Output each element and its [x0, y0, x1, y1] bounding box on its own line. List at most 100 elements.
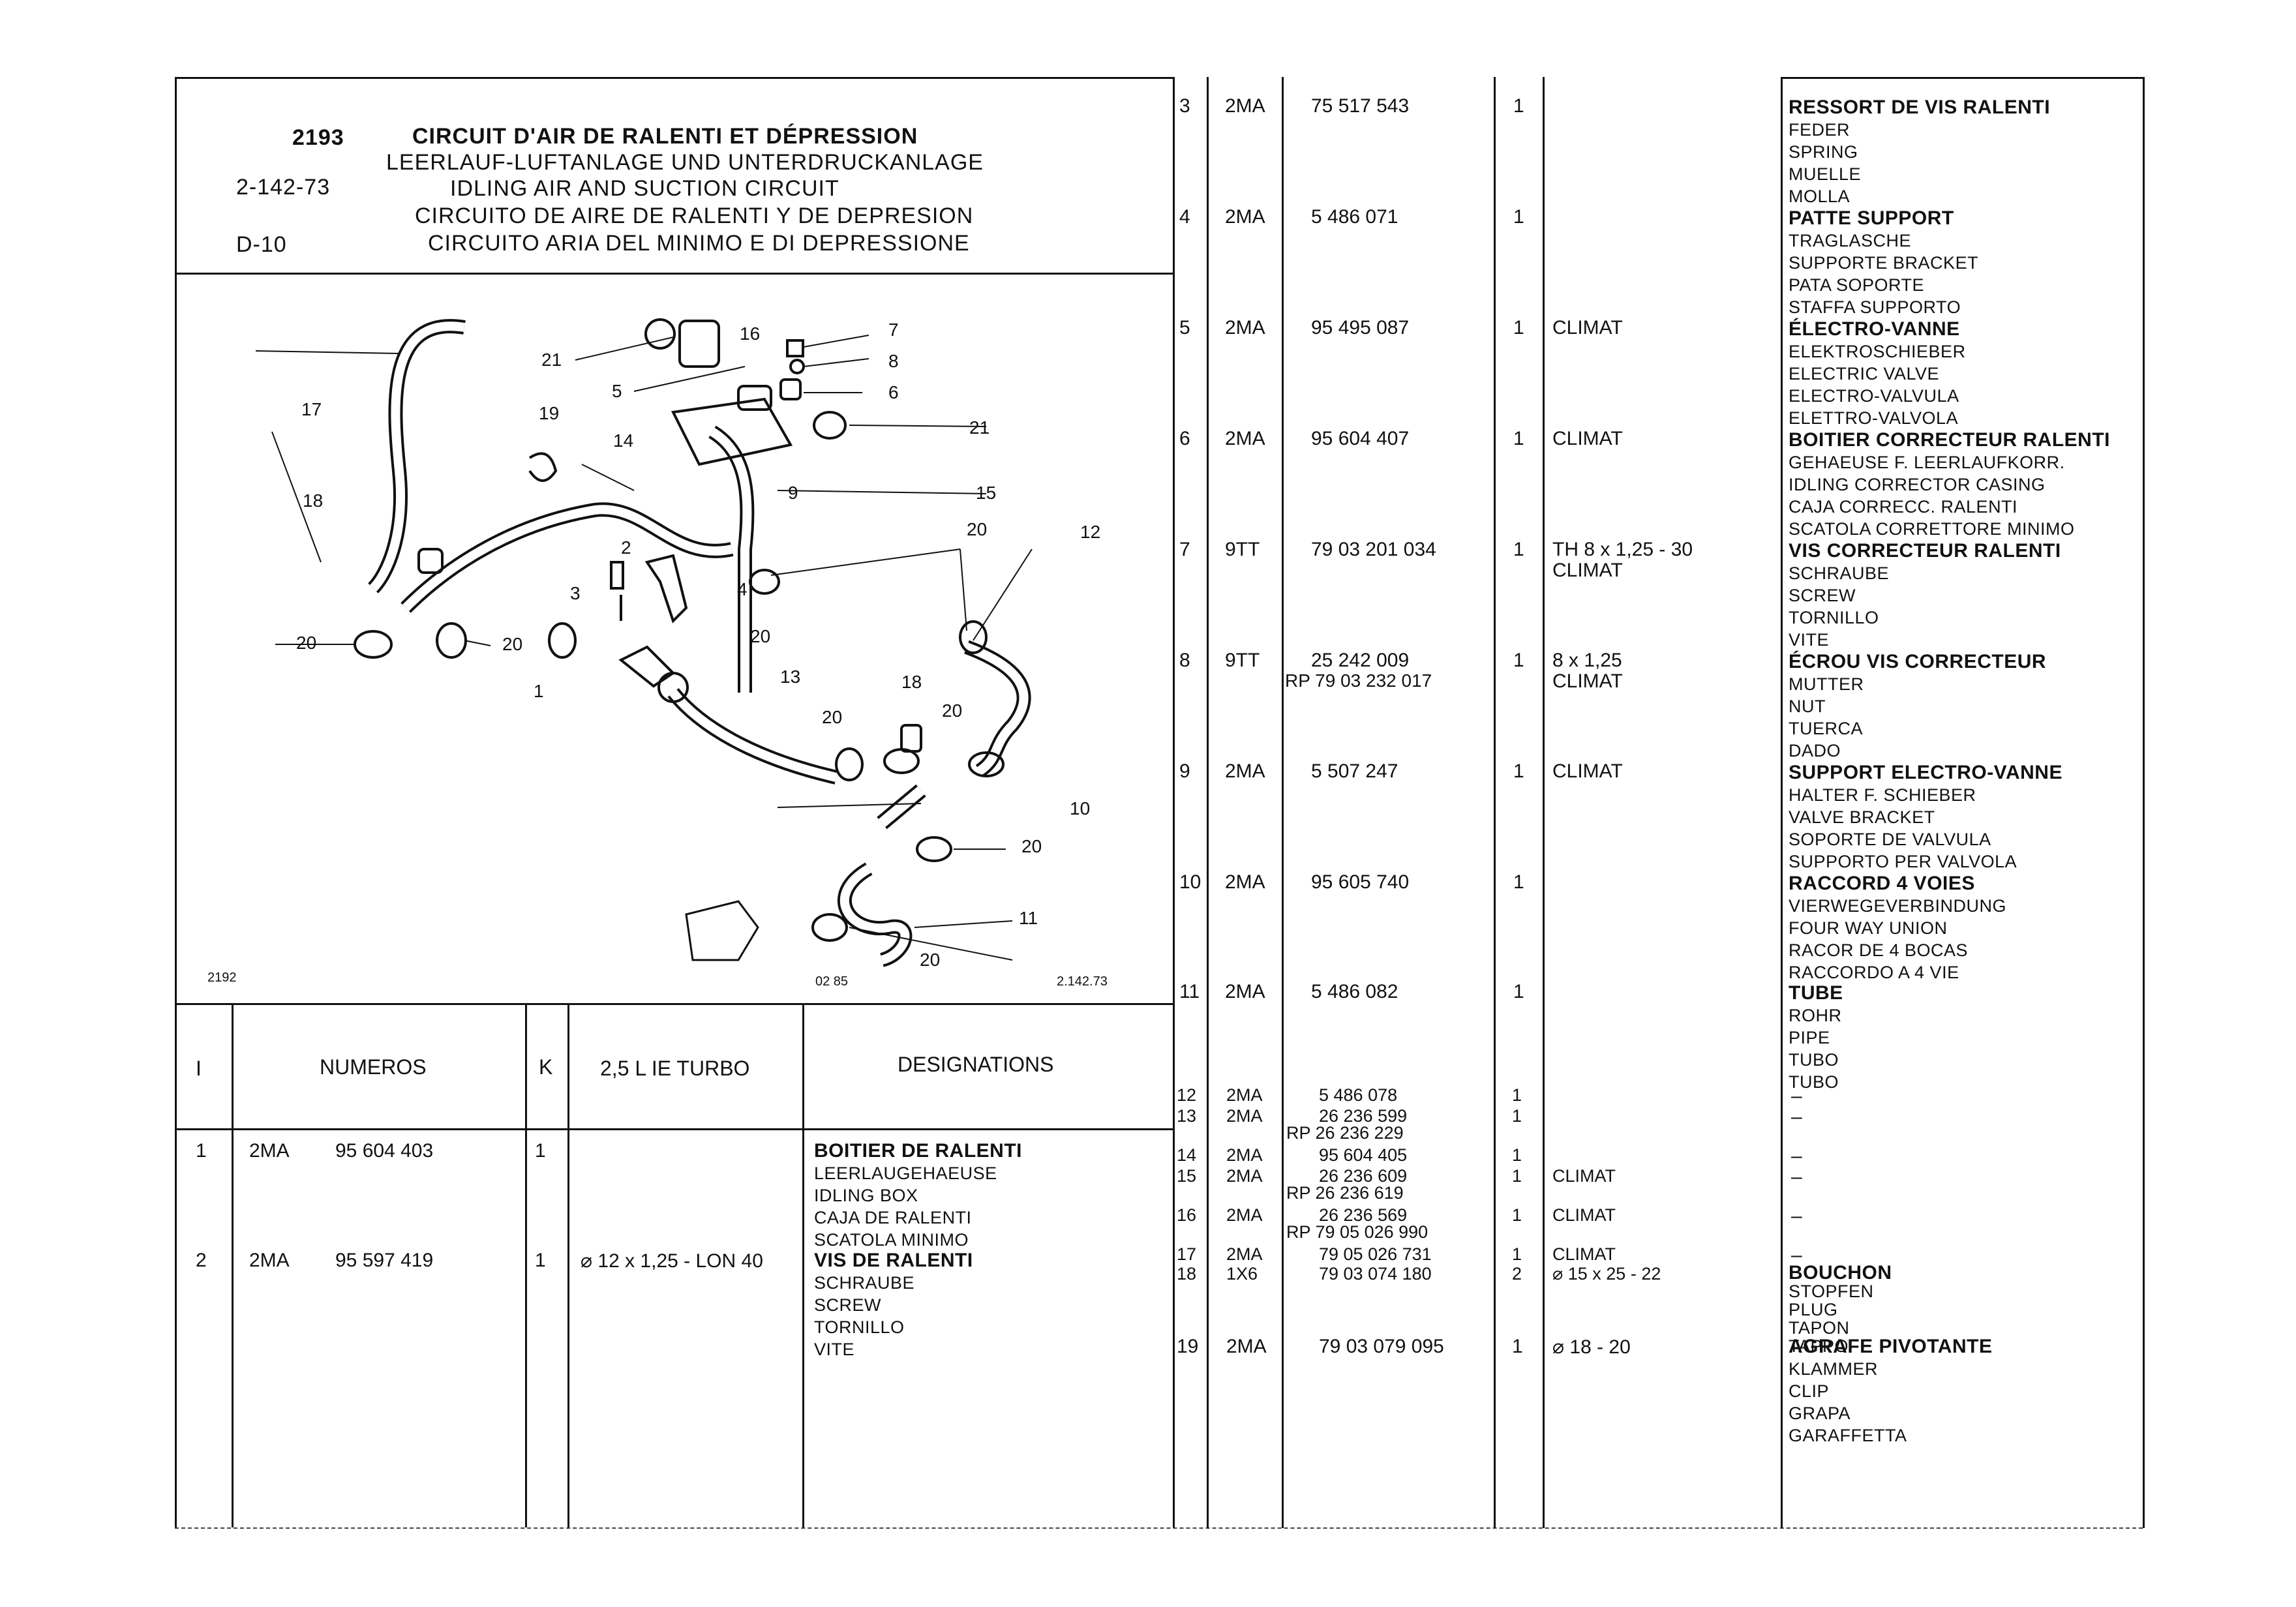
callout-2: 2: [621, 537, 631, 558]
designation-translation: RACCORDO A 4 VIE: [1789, 963, 1959, 982]
quantity: 1: [1513, 981, 1524, 1002]
spec: ⌀ 12 x 1,25 - LON 40: [581, 1250, 763, 1272]
part-number: 26 236 599: [1319, 1106, 1408, 1126]
part-prefix: 2MA: [1226, 1244, 1263, 1264]
part-prefix: 2MA: [1225, 981, 1265, 1002]
spec-line-2: CLIMAT: [1552, 560, 1623, 581]
designation-dash: –: [1791, 1145, 1802, 1167]
callout-20a: 20: [967, 519, 988, 539]
diagram-divider: [175, 1003, 1173, 1005]
rt-col-line-3: [1494, 77, 1496, 1528]
designation-translation: VITE: [814, 1340, 855, 1359]
row-index: 19: [1177, 1336, 1199, 1357]
row-index: 16: [1177, 1205, 1197, 1225]
row-index: 9: [1179, 760, 1190, 782]
callout-15: 15: [976, 483, 997, 503]
spec: CLIMAT: [1552, 1205, 1616, 1225]
designation-primary: VIS CORRECTEUR RALENTI: [1789, 540, 2061, 562]
part-number: 95 604 403: [335, 1140, 434, 1162]
row-index: 4: [1179, 206, 1190, 228]
row-index: 3: [1179, 95, 1190, 117]
col-head-engine: 2,5 L IE TURBO: [600, 1057, 750, 1080]
part-number: 79 03 079 095: [1319, 1336, 1444, 1357]
spec: ⌀ 15 x 25 - 22: [1552, 1264, 1661, 1284]
part-number-alt: RP 26 236 229: [1286, 1123, 1404, 1143]
spec: TH 8 x 1,25 - 30: [1552, 539, 1693, 560]
quantity: 1: [535, 1140, 546, 1162]
designation-translation: RACOR DE 4 BOCAS: [1789, 940, 1969, 960]
designation-translation: CAJA DE RALENTI: [814, 1208, 972, 1227]
designation-translation: ELEKTROSCHIEBER: [1789, 342, 1966, 361]
designation-translation: VITE: [1789, 630, 1830, 650]
frame-left: [175, 77, 177, 1528]
part-number: 26 236 569: [1319, 1205, 1408, 1225]
callout-20g: 20: [1021, 836, 1042, 856]
designation-translation: PLUG: [1789, 1300, 1838, 1319]
part-prefix: 2MA: [1226, 1336, 1267, 1357]
callout-20e: 20: [942, 700, 963, 721]
callout-20h: 20: [920, 950, 941, 970]
spec: 8 x 1,25: [1552, 650, 1622, 671]
sheet-number: 2193: [292, 125, 344, 150]
designation-translation: TUERCA: [1789, 719, 1864, 738]
callout-12: 12: [1080, 522, 1101, 542]
part-prefix: 2MA: [1225, 95, 1265, 117]
designation-primary: TUBE: [1789, 982, 1843, 1004]
designation-translation: NUT: [1789, 697, 1826, 716]
spec: CLIMAT: [1552, 1166, 1616, 1186]
quantity: 1: [1512, 1244, 1522, 1264]
designation-translation: SCHRAUBE: [814, 1273, 915, 1293]
designation-primary: RACCORD 4 VOIES: [1789, 873, 1975, 894]
col-head-designations: DESIGNATIONS: [898, 1053, 1054, 1076]
callout-18a: 18: [303, 490, 324, 511]
part-number: 95 495 087: [1311, 317, 1410, 338]
col-head-i: I: [196, 1057, 202, 1080]
rt-col-line-1: [1207, 77, 1209, 1528]
part-prefix: 2MA: [1226, 1085, 1263, 1105]
designation-translation: DADO: [1789, 741, 1841, 760]
title-es: CIRCUITO DE AIRE DE RALENTI Y DE DEPRESI…: [415, 203, 974, 228]
lt-col-line-2: [525, 1003, 527, 1527]
designation-translation: SPRING: [1789, 142, 1858, 162]
part-number: 5 507 247: [1311, 760, 1398, 782]
row-index: 17: [1177, 1244, 1197, 1264]
designation-dash: –: [1791, 1166, 1802, 1188]
designation-translation: MUTTER: [1789, 674, 1864, 694]
designation-translation: GRAPA: [1789, 1404, 1851, 1423]
part-number: 79 05 026 731: [1319, 1244, 1432, 1264]
quantity: 2: [1512, 1264, 1522, 1284]
part-number: 95 605 740: [1311, 871, 1410, 893]
quantity: 1: [1512, 1085, 1522, 1105]
frame-top-right: [1781, 77, 2143, 79]
part-number: 79 03 201 034: [1311, 539, 1436, 560]
part-prefix: 2MA: [1225, 871, 1265, 893]
designation-primary: BOITIER DE RALENTI: [814, 1140, 1023, 1162]
row-index: 1: [196, 1140, 207, 1162]
designation-translation: SCATOLA MINIMO: [814, 1230, 969, 1250]
designation-primary: BOUCHON: [1789, 1262, 1892, 1284]
designation-translation: SCHRAUBE: [1789, 563, 1890, 583]
designation-translation: FOUR WAY UNION: [1789, 918, 1948, 938]
designation-translation: TORNILLO: [814, 1317, 905, 1337]
callout-20f: 20: [822, 707, 843, 727]
row-index: 7: [1179, 539, 1190, 560]
designation-primary: SUPPORT ELECTRO-VANNE: [1789, 762, 2062, 783]
sheet-code: 2-142-73: [236, 175, 331, 200]
designation-translation: TUBO: [1789, 1050, 1839, 1070]
spec: CLIMAT: [1552, 760, 1623, 782]
row-index: 11: [1179, 981, 1200, 1002]
part-number: 5 486 078: [1319, 1085, 1398, 1105]
designation-translation: MUELLE: [1789, 164, 1862, 184]
designation-translation: TRAGLASCHE: [1789, 231, 1912, 250]
designation-translation: HALTER F. SCHIEBER: [1789, 785, 1976, 805]
part-number: 26 236 609: [1319, 1166, 1408, 1186]
quantity: 1: [1512, 1106, 1522, 1126]
row-index: 15: [1177, 1166, 1197, 1186]
